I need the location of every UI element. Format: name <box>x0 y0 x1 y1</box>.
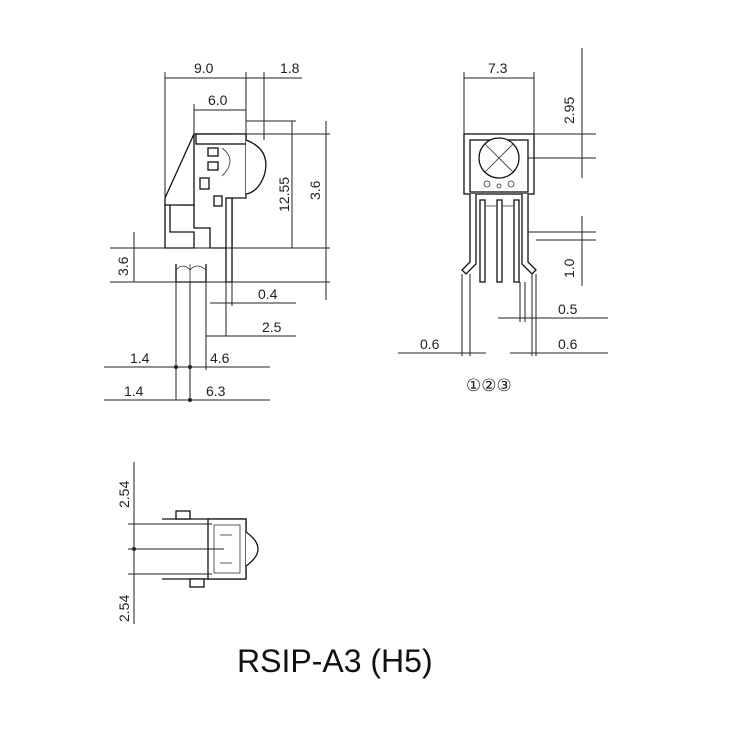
pin-numbers: ①②③ <box>466 376 512 396</box>
dim-2-95: 2.95 <box>561 97 577 124</box>
dim-2-54-lower: 2.54 <box>116 595 132 622</box>
side-window <box>199 177 210 190</box>
side-top-cap <box>195 133 247 145</box>
side-lens-dome <box>245 139 267 195</box>
dim-1-8: 1.8 <box>280 60 300 76</box>
dim-dot <box>174 365 178 369</box>
front-mark-center <box>496 183 502 189</box>
dim-12-55: 12.55 <box>276 177 292 212</box>
side-body-back <box>164 133 195 206</box>
dim-dot <box>188 365 192 369</box>
front-pin-2 <box>496 199 503 283</box>
dim-9-0: 9.0 <box>194 60 214 76</box>
side-tab-lower <box>207 161 219 171</box>
dim-7-3: 7.3 <box>488 60 508 76</box>
top-tab-upper <box>175 510 191 520</box>
dim-6-0: 6.0 <box>208 92 228 108</box>
dim-0-6-left: 0.6 <box>420 336 440 352</box>
dim-2-54-upper: 2.54 <box>116 481 132 508</box>
dim-1-4-upper: 1.4 <box>130 350 150 366</box>
front-leg-right <box>521 194 537 275</box>
top-lens-dome <box>245 531 259 567</box>
dim-6-3: 6.3 <box>206 383 226 399</box>
dim-0-4: 0.4 <box>258 286 278 302</box>
front-lens-cross <box>484 143 514 173</box>
dim-3-6-right: 3.6 <box>307 180 323 200</box>
dim-2-5: 2.5 <box>262 319 282 335</box>
dim-4-6: 4.6 <box>210 350 230 366</box>
front-pin-3 <box>513 199 520 283</box>
top-view: 2.54 2.54 <box>116 462 259 624</box>
dim-dot <box>188 398 192 402</box>
front-view: 7.3 2.95 1.0 0.5 0.6 0.6 ①②③ <box>398 48 608 396</box>
front-leg-left <box>461 194 477 275</box>
side-view: 9.0 1.8 6.0 12.55 3.6 3.6 0.4 2.5 1.4 4.… <box>104 60 330 402</box>
front-mark-right <box>507 180 515 188</box>
dim-0-6-right: 0.6 <box>558 336 578 352</box>
side-lead-curve <box>175 265 207 271</box>
top-tab-lower <box>189 578 205 588</box>
dim-0-5: 0.5 <box>558 301 578 317</box>
side-lens-inner <box>221 147 231 177</box>
front-pin-1 <box>479 199 486 283</box>
dim-1-0: 1.0 <box>561 258 577 278</box>
dim-dot <box>132 547 136 551</box>
drawing-caption: RSIP-A3 (H5) <box>237 643 433 679</box>
side-notch <box>213 195 223 207</box>
side-lead-vertical <box>225 197 233 283</box>
dim-3-6-left: 3.6 <box>115 256 131 276</box>
side-tab-upper <box>207 147 219 157</box>
dim-1-4-lower: 1.4 <box>124 383 144 399</box>
front-mark-left <box>483 180 491 188</box>
